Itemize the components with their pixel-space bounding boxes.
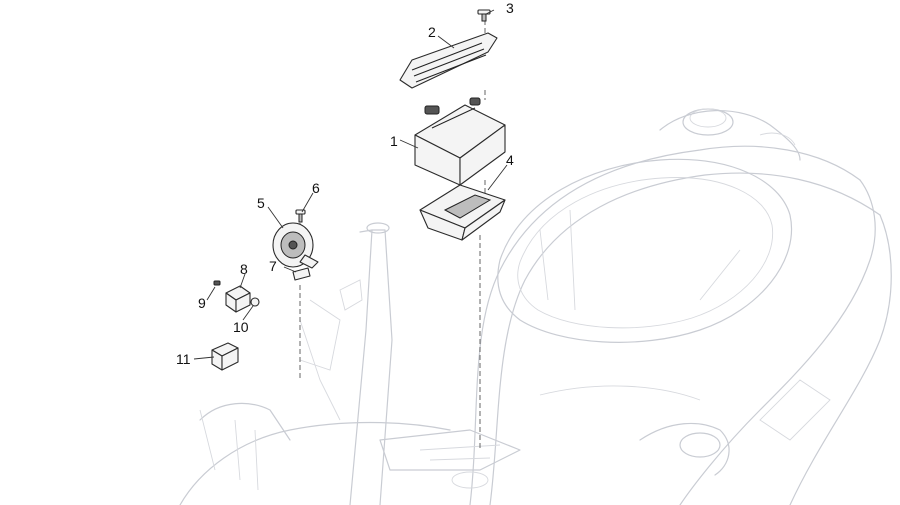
callout-8: 8 [240, 261, 248, 277]
scooter-frame-outline [179, 108, 892, 505]
screw-part-9 [213, 280, 221, 286]
callout-labels: 1 2 3 4 5 6 7 8 9 10 11 [176, 0, 514, 367]
callout-11: 11 [176, 351, 191, 367]
callout-2: 2 [428, 24, 436, 40]
battery-strap [399, 32, 498, 89]
relay-part-11 [211, 342, 239, 371]
horn [272, 222, 319, 269]
callout-9: 9 [198, 295, 206, 311]
callout-7: 7 [269, 258, 277, 274]
nut-part-10 [250, 297, 260, 307]
callout-10: 10 [233, 319, 249, 335]
callout-1: 1 [390, 133, 398, 149]
leader-lines [193, 9, 508, 360]
battery-tray [419, 184, 506, 241]
callout-3: 3 [506, 0, 514, 16]
callout-6: 6 [312, 180, 320, 196]
callout-4: 4 [506, 152, 514, 168]
battery [414, 97, 506, 186]
screw-part-3 [477, 9, 491, 22]
callout-5: 5 [257, 195, 265, 211]
relay-part-8 [225, 285, 251, 313]
screw-part-6 [295, 209, 306, 223]
bracket [292, 267, 311, 281]
